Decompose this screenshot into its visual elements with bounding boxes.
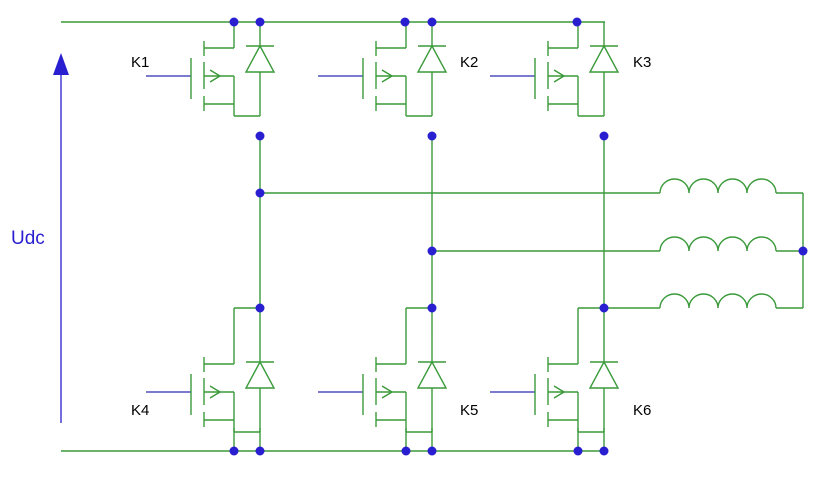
node (599, 131, 609, 141)
switch-k6 (489, 337, 619, 433)
node (229, 17, 239, 27)
voltage-arrow-head (53, 53, 69, 75)
winding-b (659, 236, 777, 252)
label-k5: K5 (460, 402, 478, 419)
junction-nodes (229, 17, 808, 456)
label-k6: K6 (633, 402, 651, 419)
node (427, 246, 437, 256)
switch-k2 (317, 21, 447, 117)
label-k2: K2 (460, 54, 478, 71)
switch-k4 (145, 337, 275, 433)
node (400, 17, 410, 27)
node (255, 303, 265, 313)
node (599, 303, 609, 313)
label-k1: K1 (131, 54, 149, 71)
node (599, 446, 609, 456)
winding-c (659, 293, 777, 309)
winding-a (659, 178, 777, 194)
node (255, 188, 265, 198)
node (427, 303, 437, 313)
node (572, 17, 582, 27)
node (255, 131, 265, 141)
voltage-label: Udc (11, 228, 45, 249)
node (229, 446, 239, 456)
node (427, 131, 437, 141)
node (427, 17, 437, 27)
switch-k1 (145, 21, 275, 117)
label-k4: K4 (131, 402, 149, 419)
label-k3: K3 (633, 54, 651, 71)
node (401, 446, 411, 456)
node (427, 446, 437, 456)
node (573, 446, 583, 456)
node (798, 246, 808, 256)
switch-k3 (489, 21, 619, 117)
switch-k5 (317, 337, 447, 433)
node (255, 446, 265, 456)
node (255, 17, 265, 27)
